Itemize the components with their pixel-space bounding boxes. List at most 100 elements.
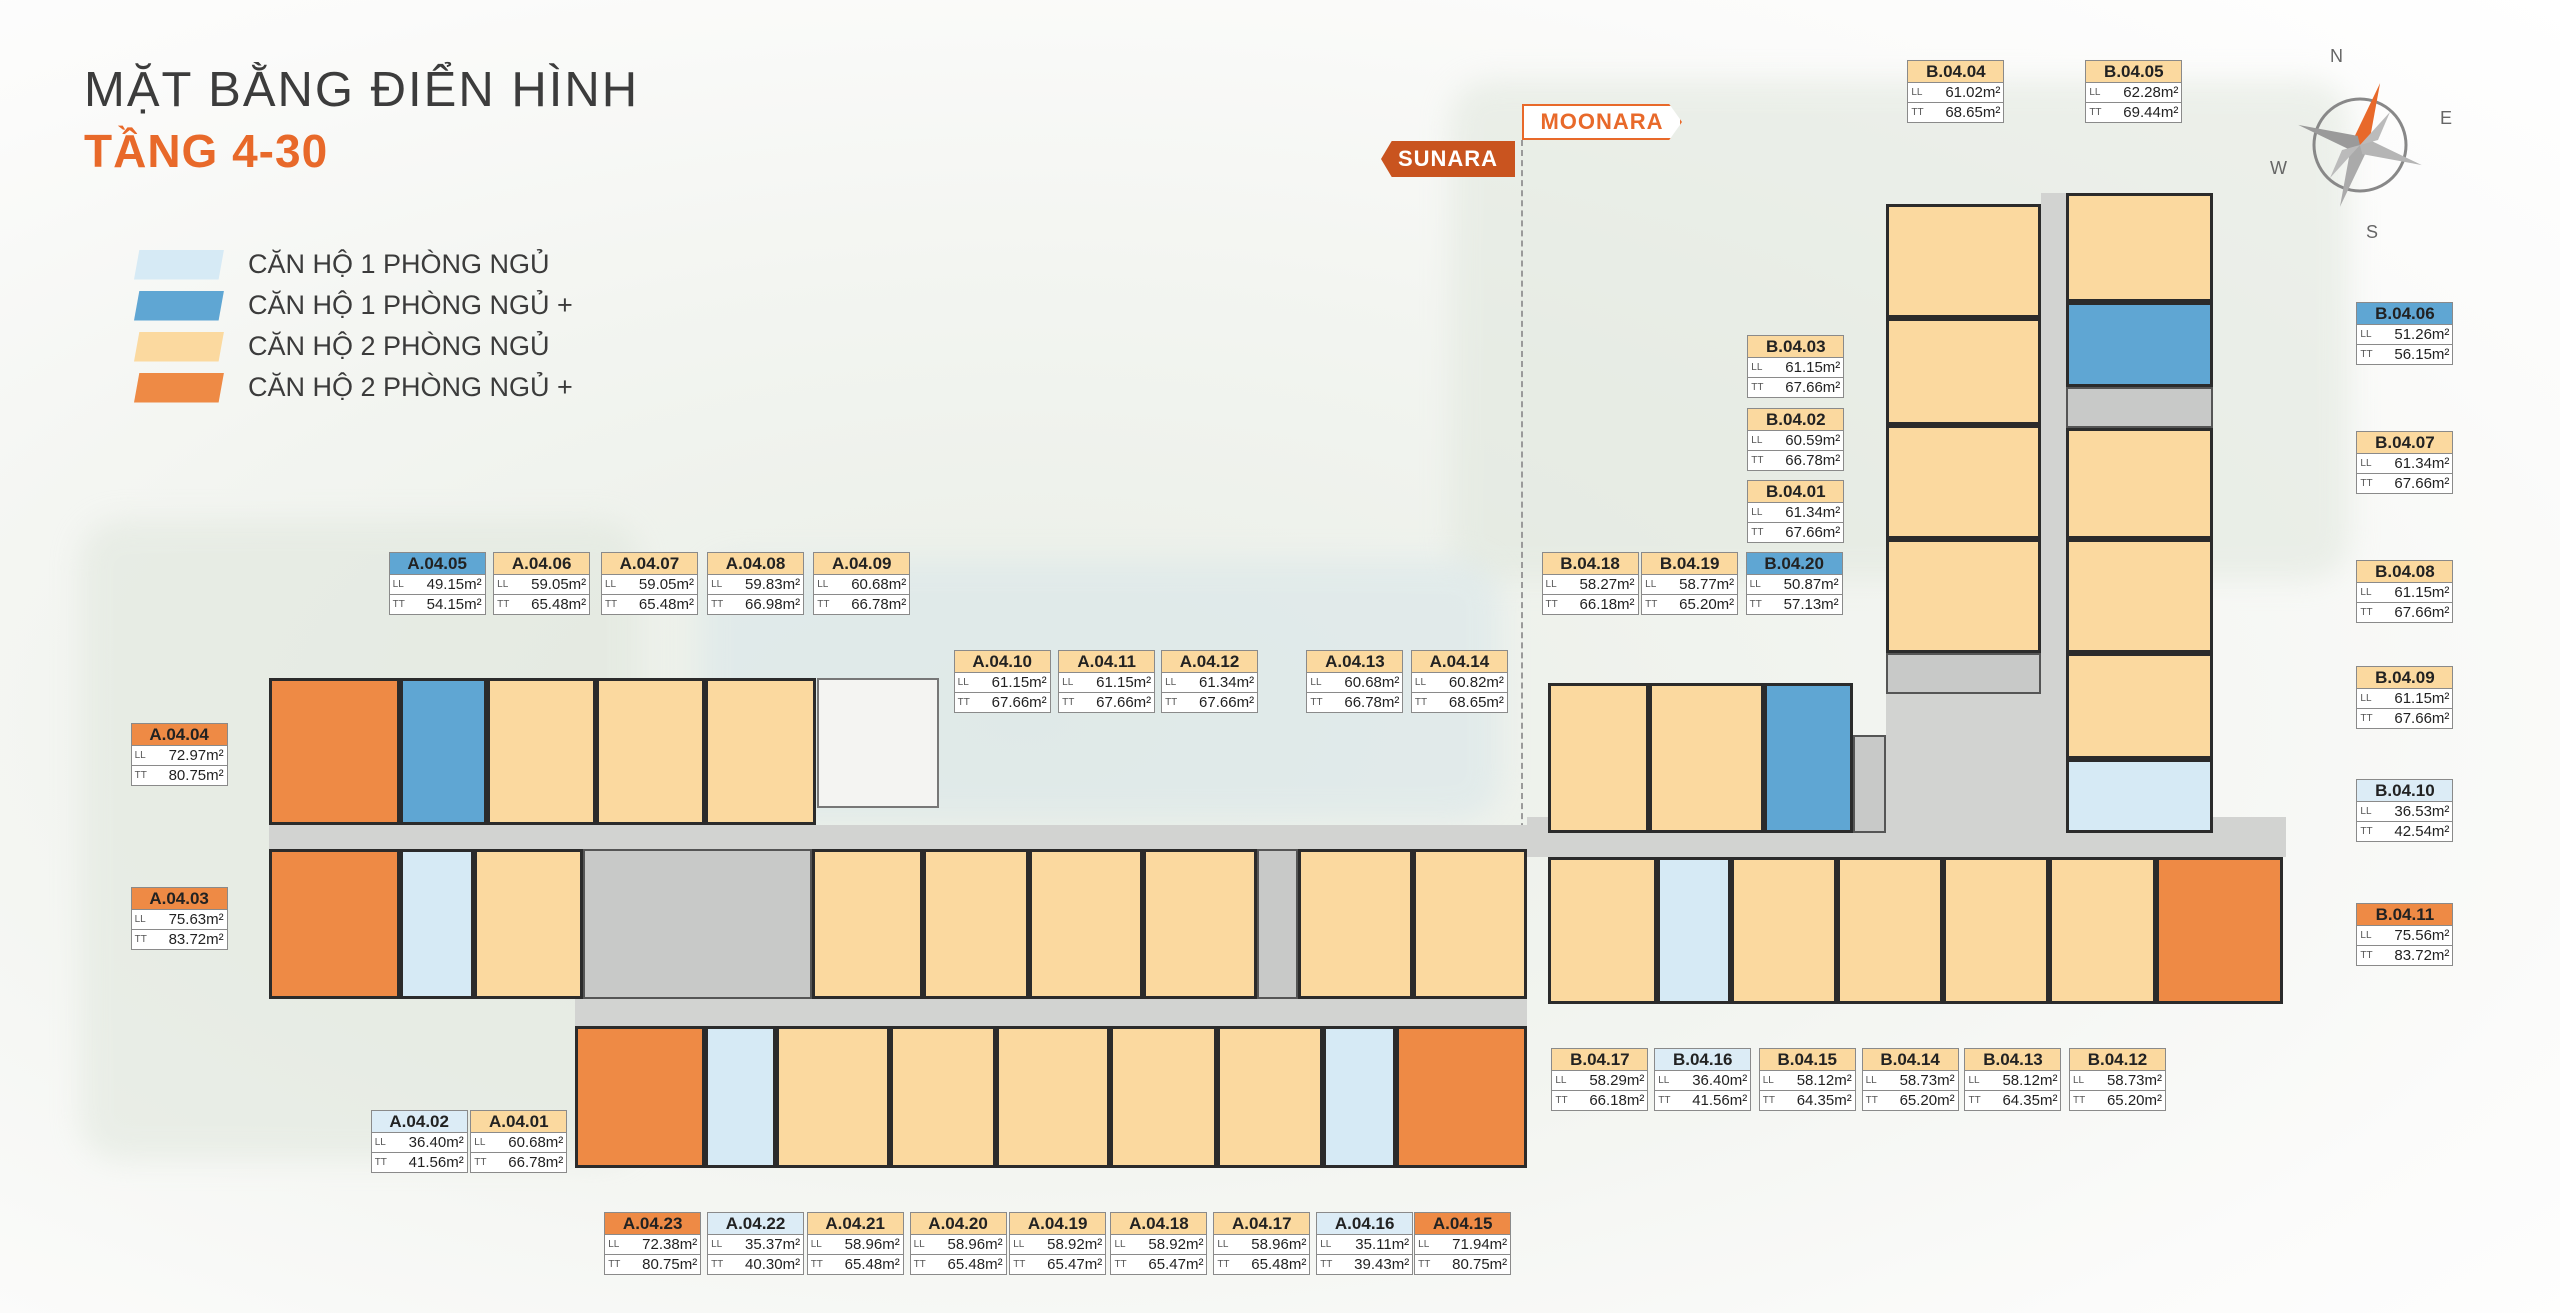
gross-area: 67.66m² [2394, 710, 2450, 728]
legend-label: CĂN HỘ 2 PHÒNG NGỦ + [248, 372, 573, 402]
gross-area: 68.65m² [1448, 693, 1504, 711]
stair-elevator-core [2065, 387, 2213, 428]
unit-code: B.04.11 [2357, 904, 2453, 927]
usable-area: 60.68m² [508, 1134, 564, 1152]
ll-key: LL [1751, 435, 1763, 447]
usable-area: 61.15m² [1096, 673, 1152, 691]
tt-key: TT [374, 1157, 387, 1169]
usable-area: 60.59m² [1785, 432, 1841, 450]
apartment-unit [811, 849, 923, 1000]
ll-key: LL [957, 676, 969, 688]
apartment-unit [1730, 857, 1838, 1005]
stair-elevator-core [1886, 653, 2042, 694]
apartment-unit [2065, 653, 2213, 760]
compass-east-label: E [2440, 108, 2453, 128]
gross-area: 66.78m² [1344, 693, 1400, 711]
unit-code: B.04.13 [1965, 1049, 2061, 1072]
tt-key: TT [711, 1258, 724, 1270]
unit-code: B.04.06 [2357, 303, 2453, 326]
gross-area: 65.48m² [531, 595, 587, 613]
tt-key: TT [1414, 696, 1428, 708]
ll-key: LL [2360, 458, 2372, 470]
tt-key: TT [134, 933, 147, 945]
tt-key: TT [2360, 713, 2373, 725]
apartment-unit [1548, 857, 1658, 1005]
unit-code: A.04.17 [1214, 1212, 1310, 1235]
usable-area: 75.63m² [168, 910, 224, 928]
tt-key: TT [1751, 381, 1764, 393]
apartment-unit [996, 1025, 1111, 1168]
unit-code: A.04.04 [131, 724, 227, 747]
tt-key: TT [604, 598, 618, 610]
gross-area: 67.66m² [991, 693, 1047, 711]
ll-key: LL [1911, 87, 1923, 99]
ll-key: LL [711, 1238, 723, 1250]
unit-code: A.04.16 [1317, 1212, 1413, 1235]
apartment-unit [1143, 849, 1258, 1000]
legend-swatch [134, 290, 224, 321]
tt-key: TT [2360, 825, 2373, 837]
gross-area: 65.47m² [1148, 1255, 1204, 1273]
stair-elevator-core [1853, 734, 1887, 833]
apartment-unit [400, 677, 487, 825]
